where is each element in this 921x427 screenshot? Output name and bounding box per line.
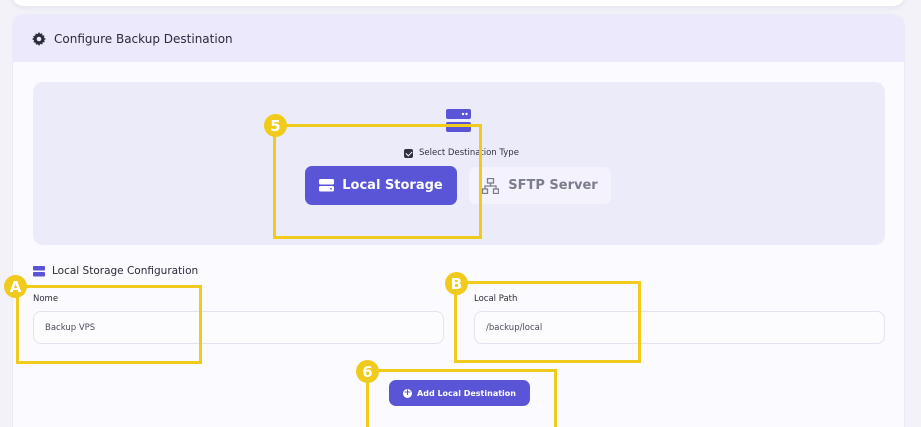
badge-6: 6	[356, 360, 379, 383]
plus-circle-icon: +	[403, 387, 413, 398]
panel-header: Configure Backup Destination	[13, 15, 904, 62]
highlight-box-b	[454, 281, 641, 363]
previous-panel-edge	[12, 0, 905, 6]
name-label: Nome	[33, 294, 59, 304]
network-icon	[482, 177, 500, 194]
name-input[interactable]: Backup VPS	[33, 311, 444, 344]
backup-destination-panel: Configure Backup Destination Select Dest…	[12, 14, 905, 427]
badge-a: A	[4, 275, 27, 298]
panel-title: Configure Backup Destination	[54, 31, 233, 46]
add-local-destination-button[interactable]: + Add Local Destination	[389, 380, 530, 406]
local-storage-button[interactable]: Local Storage	[305, 166, 457, 205]
local-storage-config-title: Local Storage Configuration	[33, 265, 198, 277]
hard-drive-icon	[319, 179, 335, 192]
destination-type-box: Select Destination Type Local Storage SF…	[33, 82, 885, 245]
badge-b: B	[445, 272, 468, 295]
sftp-server-button[interactable]: SFTP Server	[469, 167, 611, 204]
local-path-label: Local Path	[474, 294, 518, 304]
highlight-box-6	[366, 369, 557, 427]
highlight-box-a	[16, 285, 202, 364]
gear-icon	[32, 31, 46, 46]
checkbox-icon	[404, 148, 413, 158]
highlight-box-5	[273, 124, 482, 239]
local-path-input[interactable]: /backup/local	[474, 311, 885, 344]
select-destination-label: Select Destination Type	[404, 148, 519, 158]
badge-5: 5	[264, 114, 287, 137]
hard-drive-icon	[33, 265, 45, 276]
